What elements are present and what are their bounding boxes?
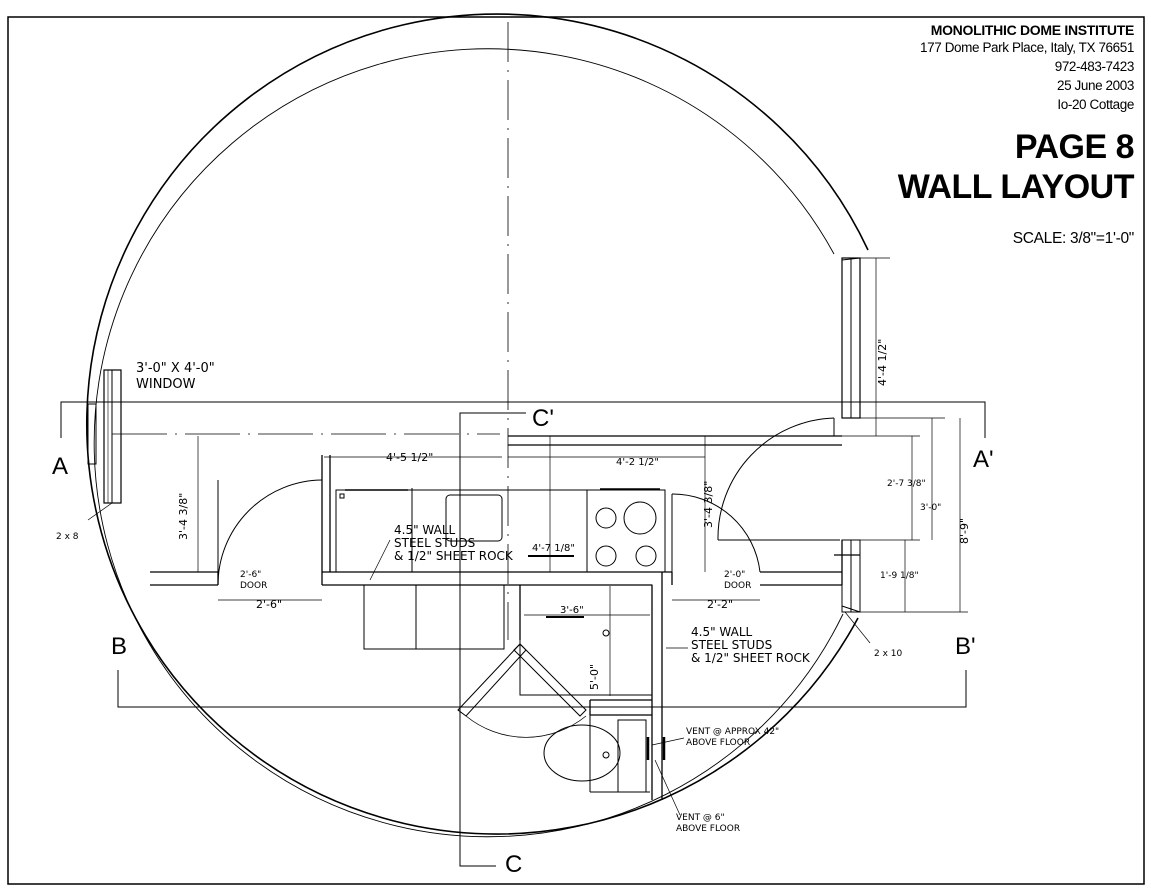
framing-2x10-label: 2 x 10 <box>874 649 903 659</box>
stove-burners <box>595 501 657 567</box>
base-cabinets <box>363 584 505 650</box>
dim-3-6: 3'-6" <box>560 605 584 616</box>
dimension-labels: 4'-5 1/2" 4'-2 1/2" 4'-7 1/8" 2'-6" 2'-2… <box>177 339 971 690</box>
window-size-label: 3'-0" X 4'-0" <box>136 361 215 376</box>
section-marker-a: A <box>52 453 68 480</box>
window-symbol <box>87 369 122 504</box>
dimension-lines <box>87 257 968 816</box>
organization-name: MONOLITHIC DOME INSTITUTE <box>930 22 1135 38</box>
wall-note-2-line-2: STEEL STUDS <box>691 638 772 652</box>
window-label: WINDOW <box>136 377 196 392</box>
wall-note-1-line-3: & 1/2" SHEET ROCK <box>394 549 514 563</box>
dim-4-7-eighth: 4'-7 1/8" <box>532 543 575 554</box>
interior-walls <box>150 435 860 800</box>
dim-8-9: 8'-9" <box>958 518 971 544</box>
annotations: 3'-0" X 4'-0" WINDOW 2 x 8 2 x 10 4.5" W… <box>56 361 903 834</box>
dim-3-0: 3'-0" <box>920 503 941 513</box>
door-right-label: DOOR <box>724 581 751 591</box>
section-marker-a-prime: A' <box>973 446 994 473</box>
vent-high-line-1: VENT @ APPROX 42" <box>686 727 779 737</box>
section-marker-b-prime: B' <box>955 633 976 660</box>
vent-marks <box>646 737 666 760</box>
door-left-size: 2'-6" <box>240 570 261 580</box>
section-b-line <box>117 670 967 708</box>
dim-2-2: 2'-2" <box>707 598 733 611</box>
dim-4-4-half: 4'-4 1/2" <box>876 339 889 386</box>
dim-3-4-3eighth-right: 3'-4 3/8" <box>702 481 715 528</box>
bath-door <box>457 643 587 738</box>
section-marker-c-prime: C' <box>532 405 554 432</box>
dim-4-5-half: 4'-5 1/2" <box>386 451 433 464</box>
sheet-title: WALL LAYOUT <box>897 168 1135 206</box>
wall-note-2-line-1: 4.5" WALL <box>691 625 753 639</box>
vent-low-line-1: VENT @ 6" <box>676 813 725 823</box>
page-number: PAGE 8 <box>1014 128 1135 166</box>
vent-low-line-2: ABOVE FLOOR <box>676 824 740 834</box>
wall-note-1-line-1: 4.5" WALL <box>394 523 456 537</box>
dim-4-2-half: 4'-2 1/2" <box>616 457 659 468</box>
section-c-line <box>459 412 526 867</box>
drawing-date: 25 June 2003 <box>1056 78 1134 93</box>
dim-2-7-3eighth: 2'-7 3/8" <box>887 479 926 489</box>
section-a-line <box>60 401 986 438</box>
framing-2x8-label: 2 x 8 <box>56 532 79 542</box>
bathroom-fixtures <box>519 584 653 793</box>
door-swings <box>217 417 840 586</box>
door-right-size: 2'-0" <box>724 570 745 580</box>
door-left-label: DOOR <box>240 581 267 591</box>
section-marker-c: C <box>505 851 522 878</box>
entry-jamb <box>841 257 861 613</box>
kitchen-counter <box>335 488 666 573</box>
dim-3-4-3eighth-left: 3'-4 3/8" <box>177 493 190 540</box>
dim-5-0: 5'-0" <box>588 664 601 690</box>
dim-2-6: 2'-6" <box>256 598 282 611</box>
organization-address: 177 Dome Park Place, Italy, TX 76651 <box>920 40 1134 55</box>
dome-shell <box>85 13 869 838</box>
drawing-scale: SCALE: 3/8"=1'-0" <box>1012 230 1135 247</box>
vent-high-line-2: ABOVE FLOOR <box>686 738 750 748</box>
wall-note-1-line-2: STEEL STUDS <box>394 536 475 550</box>
wall-note-2-line-3: & 1/2" SHEET ROCK <box>691 651 811 665</box>
dim-1-9-eighth: 1'-9 1/8" <box>880 571 919 581</box>
section-marker-b: B <box>111 633 127 660</box>
project-name: Io-20 Cottage <box>1057 97 1134 112</box>
sheet-border <box>7 16 1145 885</box>
organization-phone: 972-483-7423 <box>1054 59 1135 74</box>
